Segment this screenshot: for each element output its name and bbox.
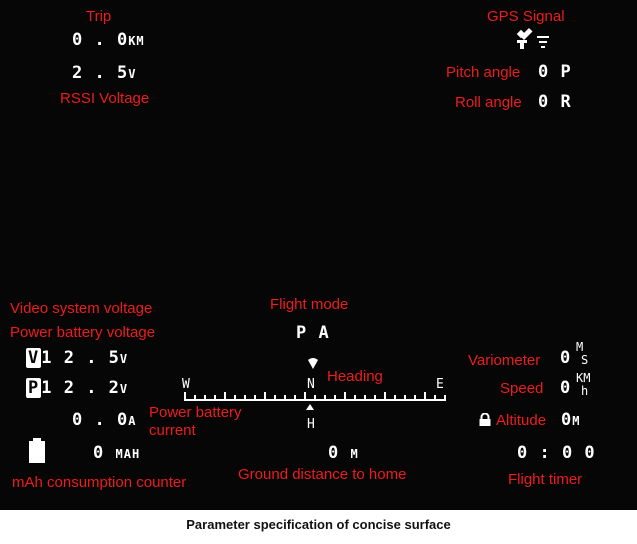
compass-ticks xyxy=(184,392,446,400)
power-current-label: Power battery current xyxy=(149,404,242,439)
lock-icon xyxy=(479,413,491,426)
trip-value: 0 . 0KM xyxy=(72,30,145,50)
gps-satellite-icon xyxy=(516,27,533,49)
compass-tick xyxy=(434,395,436,400)
compass-tick xyxy=(184,392,186,400)
trip-label: Trip xyxy=(86,8,112,25)
pitch-value: 0 P xyxy=(538,62,572,82)
mah-counter-label: mAh consumption counter xyxy=(12,474,187,491)
compass-home-label: H xyxy=(307,417,315,430)
compass-tick xyxy=(334,395,336,400)
speed-value: 0 xyxy=(560,378,572,398)
video-voltage-label: Video system voltage xyxy=(10,300,153,317)
compass-east-label: E xyxy=(436,377,444,392)
compass-tick xyxy=(354,395,356,400)
home-marker-icon xyxy=(306,404,314,410)
rssi-voltage-label: RSSI Voltage xyxy=(60,90,150,107)
roll-value: 0 R xyxy=(538,92,572,112)
gps-signal-label: GPS Signal xyxy=(487,8,565,25)
timer-value: 0 : 0 0 xyxy=(517,443,596,463)
mah-value: 0 MAH xyxy=(93,443,141,463)
flight-timer-label: Flight timer xyxy=(508,471,583,488)
compass-tick xyxy=(254,395,256,400)
pitch-angle-label: Pitch angle xyxy=(446,64,521,81)
rssi-value: 2 . 5V xyxy=(72,63,137,83)
compass-tick xyxy=(304,392,306,400)
compass-tick xyxy=(194,395,196,400)
osd-screen: Trip 0 . 0KM 2 . 5V RSSI Voltage GPS Sig… xyxy=(0,0,637,510)
ground-distance-label: Ground distance to home xyxy=(238,466,407,483)
compass-tick xyxy=(264,392,266,400)
compass-tick xyxy=(374,395,376,400)
heading-label: Heading xyxy=(327,368,383,385)
distance-value: 0 M xyxy=(328,443,359,463)
power-voltage-label: Power battery voltage xyxy=(10,324,156,341)
compass-tick xyxy=(324,395,326,400)
compass-tick xyxy=(384,392,386,400)
compass-tick xyxy=(444,395,446,400)
compass-tick xyxy=(364,395,366,400)
altitude-value: 0M xyxy=(561,410,581,430)
compass-tick xyxy=(234,395,236,400)
compass-tick xyxy=(274,395,276,400)
flight-mode-value: P A xyxy=(296,323,330,343)
current-value: 0 . 0A xyxy=(72,410,137,430)
signal-bars-icon xyxy=(537,36,549,48)
compass-tick xyxy=(244,395,246,400)
compass-tick xyxy=(284,395,286,400)
battery-icon xyxy=(29,438,45,463)
vario-value: 0 xyxy=(560,348,572,368)
compass-tick xyxy=(404,395,406,400)
compass-tick xyxy=(224,392,226,400)
compass-tick xyxy=(214,395,216,400)
compass-tick xyxy=(344,392,346,400)
altitude-label: Altitude xyxy=(496,412,547,429)
flight-mode-label: Flight mode xyxy=(270,296,349,313)
compass-tick xyxy=(314,395,316,400)
roll-angle-label: Roll angle xyxy=(455,94,522,111)
compass-tick xyxy=(414,395,416,400)
heading-pointer-icon xyxy=(308,358,318,369)
variometer-label: Variometer xyxy=(468,352,541,369)
compass-tick xyxy=(424,392,426,400)
compass-west-label: W xyxy=(182,377,190,392)
compass-tick xyxy=(204,395,206,400)
compass-tick xyxy=(294,395,296,400)
figure-caption: Parameter specification of concise surfa… xyxy=(186,517,451,532)
compass-north-label: N xyxy=(307,377,315,392)
compass-tape: W N E H xyxy=(182,377,446,430)
compass-tick xyxy=(394,395,396,400)
speed-label: Speed xyxy=(500,380,544,397)
